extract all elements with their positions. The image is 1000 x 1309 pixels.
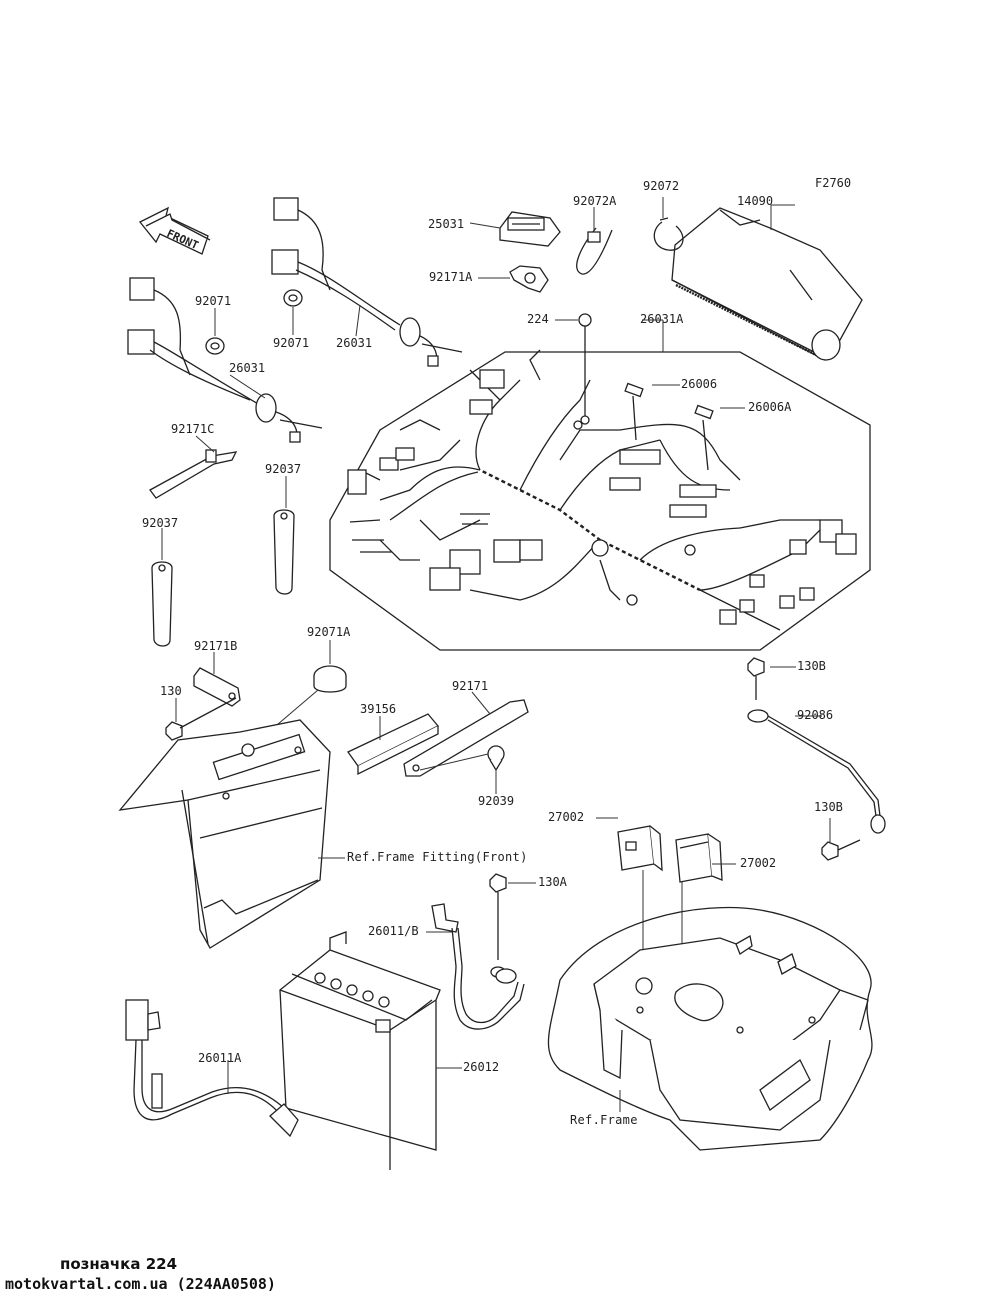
- bracket-92171A: [509, 265, 549, 293]
- bolt-130: [165, 697, 237, 741]
- screw-224: [578, 313, 592, 425]
- ref-frame: Ref.Frame: [570, 1113, 638, 1127]
- part-label-92072: 92072: [643, 179, 679, 193]
- clip-92039: [487, 745, 505, 772]
- part-label-92037-right: 92037: [265, 462, 301, 476]
- cover-14090: [671, 207, 863, 361]
- main-harness-trunk: [349, 349, 821, 631]
- part-label-92171A: 92171A: [429, 270, 473, 284]
- grommet-92071A: [313, 665, 347, 693]
- grommet-92071-left: [205, 337, 225, 355]
- part-label-14090: 14090: [737, 194, 773, 208]
- pad-39156: [347, 713, 440, 776]
- bracket-92171B: [193, 667, 241, 707]
- part-label-92171: 92171: [452, 679, 488, 693]
- front-arrow-icon: FRONT: [138, 206, 211, 255]
- part-label-92086: 92086: [797, 708, 833, 722]
- part-label-130A: 130A: [538, 875, 568, 889]
- part-label-92072A: 92072A: [573, 194, 617, 208]
- band-92037-left: [151, 561, 173, 647]
- bolt-130B-top: [747, 657, 765, 700]
- bolt-130B-bottom: [821, 839, 861, 861]
- battery-26012: [279, 931, 441, 1170]
- band-92037-right: [273, 509, 295, 595]
- part-label-26031-left: 26031: [229, 361, 265, 375]
- part-label-92071-left: 92071: [195, 294, 231, 308]
- part-label-26006A: 26006A: [748, 400, 792, 414]
- harness-26031-middle: [271, 197, 463, 367]
- part-label-92171C: 92171C: [171, 422, 214, 436]
- frame-main: [547, 906, 873, 1151]
- part-label-27002-right: 27002: [740, 856, 776, 870]
- part-label-92071-middle: 92071: [273, 336, 309, 350]
- part-label-130: 130: [160, 684, 182, 698]
- part-label-26006: 26006: [681, 377, 717, 391]
- part-label-25031: 25031: [428, 217, 464, 231]
- band-92072A: [576, 227, 613, 275]
- part-label-92171B: 92171B: [194, 639, 237, 653]
- harness-26031-left: [127, 277, 323, 443]
- grommet-92071-middle: [283, 289, 303, 307]
- cable-26011A: [125, 999, 299, 1138]
- part-label-26011B: 26011/B: [368, 924, 419, 938]
- bracket-92171: [403, 699, 529, 777]
- part-label-26011A: 26011A: [198, 1051, 242, 1065]
- part-label-92071A: 92071A: [307, 625, 351, 639]
- relay-27002-left: [617, 825, 663, 872]
- ref-frame-fitting-front: Ref.Frame Fitting(Front): [347, 850, 528, 864]
- frame-fitting-front: [118, 719, 331, 949]
- ground-cable-92086: [747, 709, 886, 834]
- fuse-26006A: [694, 404, 714, 471]
- cable-26011B: [431, 903, 525, 1030]
- part-label-26031A: 26031A: [640, 312, 684, 326]
- fuse-26006: [624, 382, 644, 441]
- part-label-92037-left: 92037: [142, 516, 178, 530]
- clamp-92171C: [149, 449, 238, 499]
- relay-25031: [499, 211, 561, 247]
- footer-caption: позначка 224: [60, 1255, 178, 1273]
- relay-27002-right: [675, 833, 723, 883]
- part-label-92039: 92039: [478, 794, 514, 808]
- clamp-92072: [653, 217, 684, 251]
- part-label-130B-top: 130B: [797, 659, 826, 673]
- part-label-26012: 26012: [463, 1060, 499, 1074]
- part-label-130B-bottom: 130B: [814, 800, 843, 814]
- part-label-39156: 39156: [360, 702, 396, 716]
- part-label-26031-middle: 26031: [336, 336, 372, 350]
- bolt-130A: [489, 873, 507, 978]
- diagram-code: F2760: [815, 176, 851, 190]
- part-label-224: 224: [527, 312, 549, 326]
- harness-connectors: [347, 369, 857, 625]
- part-label-27002-left: 27002: [548, 810, 584, 824]
- footer-source: motokvartal.com.ua (224AA0508): [5, 1275, 276, 1293]
